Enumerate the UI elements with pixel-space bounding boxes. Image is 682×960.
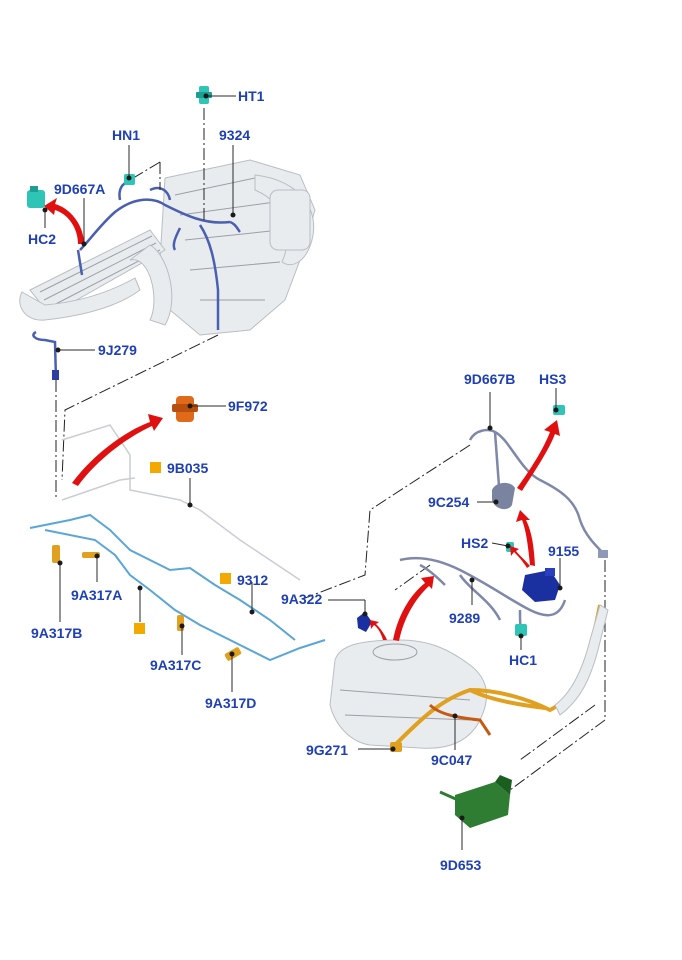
label-9d667b: 9D667B: [464, 371, 515, 387]
arrow-hs2: [516, 510, 535, 566]
label-9a317b: 9A317B: [31, 625, 82, 641]
label-hc1: HC1: [509, 652, 537, 668]
label-9f972: 9F972: [228, 398, 268, 414]
marker-9312: [220, 573, 231, 584]
clip-9a317c: [177, 615, 184, 631]
label-9a317d: 9A317D: [205, 695, 256, 711]
assembly-centerlines: [55, 108, 606, 791]
label-9a322: 9A322: [281, 591, 322, 607]
callout-labels: HT1 HN1 9324 9D667A HC2 9J279 9F972 9B03…: [28, 88, 579, 873]
valve-9f972: [172, 396, 198, 422]
connector-hc1: [515, 624, 527, 636]
engine-harness-9d667a: [76, 180, 241, 330]
label-hs2: HS2: [461, 535, 488, 551]
label-9c047: 9C047: [431, 752, 472, 768]
label-9a317c: 9A317C: [150, 657, 201, 673]
arrow-hs2-small: [510, 546, 530, 568]
label-9b035: 9B035: [167, 460, 208, 476]
arrow-9f972: [72, 414, 163, 486]
marker-9b035: [150, 462, 161, 473]
label-9312: 9312: [237, 572, 268, 588]
fuel-line-9312: [29, 513, 326, 662]
harness-9j279: [32, 330, 59, 381]
fuel-pump-9155: [522, 568, 560, 602]
label-9d653: 9D653: [440, 857, 481, 873]
fuel-tank: [329, 639, 488, 749]
leaders: [42, 93, 563, 850]
arrow-9289: [393, 576, 434, 641]
arrow-9a322: [370, 620, 387, 640]
connector-hc2: [27, 186, 45, 208]
arrow-hs3: [517, 420, 560, 491]
harness-9d667b: [468, 428, 608, 558]
engine-assembly: [159, 159, 316, 336]
intercooler-pipe: [19, 229, 173, 326]
label-9324: 9324: [219, 127, 250, 143]
label-9a317a: 9A317A: [71, 587, 122, 603]
label-9c254: 9C254: [428, 494, 469, 510]
label-hn1: HN1: [112, 127, 140, 143]
arrow-hc2: [44, 198, 84, 244]
label-9g271: 9G271: [306, 742, 348, 758]
label-9155: 9155: [548, 543, 579, 559]
label-9289: 9289: [449, 610, 480, 626]
label-ht1: HT1: [238, 88, 265, 104]
vapor-line-9c047: [393, 604, 609, 747]
label-hs3: HS3: [539, 371, 566, 387]
sensor-9c254: [492, 482, 515, 510]
label-9d667a: 9D667A: [54, 181, 105, 197]
clip-9a317b: [52, 545, 60, 563]
fuel-supply-line-9b035: [61, 424, 301, 581]
marker-clip: [134, 623, 145, 634]
connector-9a322: [357, 612, 372, 632]
label-hc2: HC2: [28, 231, 56, 247]
label-9j279: 9J279: [98, 342, 137, 358]
canister-9d653: [439, 775, 512, 828]
